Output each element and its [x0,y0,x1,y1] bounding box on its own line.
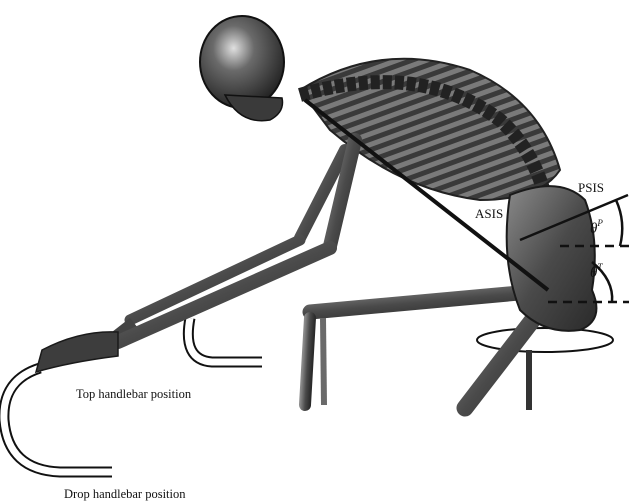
skull [200,16,284,108]
near-forearm [118,248,330,342]
jaw [225,95,283,121]
pelvis [507,186,597,331]
label-asis: ASIS [475,206,503,221]
near-hand [36,332,118,372]
label-psis: PSIS [578,180,604,195]
label-theta-t: θT [590,262,603,281]
far-shin-bone [305,318,310,405]
seatpost [526,350,532,410]
label-drop-handlebar: Drop handlebar position [64,487,186,501]
label-theta-p: θP [590,218,603,237]
far-thigh-bone [310,292,530,312]
theta-p-arc [616,200,622,246]
label-top-handlebar: Top handlebar position [76,387,192,401]
saddle [477,328,613,352]
